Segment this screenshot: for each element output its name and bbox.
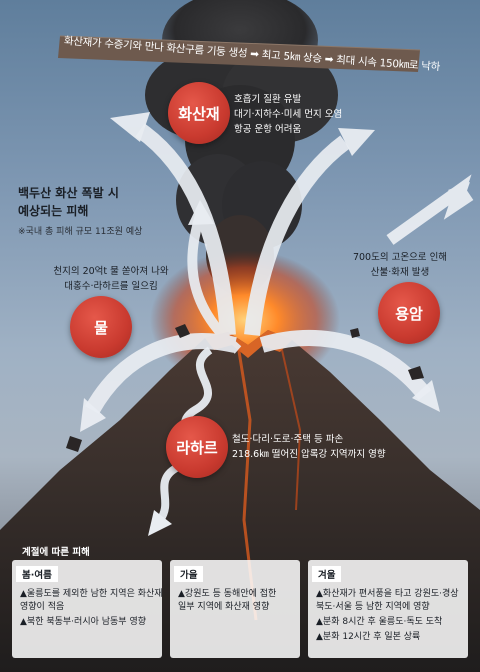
season-item: 북도·서울 등 남한 지역에 영향 bbox=[316, 602, 430, 612]
hazard-lava-desc: 700도의 고온으로 인해 산불·화재 발생 bbox=[340, 250, 460, 280]
arrowhead-ash-right bbox=[338, 128, 375, 156]
banner-ribbon bbox=[58, 36, 420, 72]
arrow-lava bbox=[259, 330, 432, 401]
season-card-winter: 겨울 ▲화산재가 편서풍을 타고 강원도·경상 북도·서울 등 남한 지역에 영… bbox=[308, 560, 468, 658]
season-item: ▲울릉도를 제외한 남한 지역은 화산재 bbox=[20, 589, 163, 599]
arrowhead-mid bbox=[188, 200, 214, 225]
season-label: 가을 bbox=[174, 566, 204, 582]
season-item: ▲분화 8시간 후 울릉도·독도 도착 bbox=[316, 617, 443, 627]
season-label: 봄·여름 bbox=[16, 566, 58, 582]
hazard-water-label: 물 bbox=[94, 318, 108, 337]
hazard-lava-desc-line: 산불·화재 발생 bbox=[370, 267, 430, 278]
hazard-ash-desc: 호흡기 질환 유발 대기·지하수·미세 먼지 오염 항공 운항 어려움 bbox=[234, 92, 342, 137]
arrow-mid bbox=[187, 213, 242, 354]
hazard-water-desc: 천지의 20억t 물 쏟아져 나와 대홍수·라하르를 일으킴 bbox=[36, 264, 186, 294]
season-item: ▲분화 12시간 후 일본 상륙 bbox=[316, 632, 421, 642]
hazard-water-desc-line: 천지의 20억t 물 쏟아져 나와 bbox=[53, 266, 169, 277]
season-item: 일부 지역에 화산재 영향 bbox=[178, 602, 270, 612]
seasons-title: 계절에 따른 피해 bbox=[22, 547, 90, 558]
season-item: ▲화산재가 편서풍을 타고 강원도·경상 bbox=[316, 589, 459, 599]
hazard-ash-circle: 화산재 bbox=[168, 82, 230, 144]
hazard-lava-circle: 용암 bbox=[378, 282, 440, 344]
hazard-ash-desc-line: 대기·지하수·미세 먼지 오염 bbox=[234, 109, 343, 120]
hazard-water-desc-line: 대홍수·라하르를 일으킴 bbox=[64, 281, 158, 292]
hazard-lava-desc-line: 700도의 고온으로 인해 bbox=[352, 252, 448, 263]
arrowhead-water bbox=[80, 398, 106, 432]
hazard-lahar-desc-line: 218.6㎞ 떨어진 압록강 지역까지 영향 bbox=[232, 449, 386, 460]
title-line-1: 백두산 화산 폭발 시 bbox=[18, 186, 119, 200]
season-item: 영향이 적음 bbox=[20, 602, 65, 612]
arrowhead-lava bbox=[412, 380, 440, 412]
hazard-lahar-circle: 라하르 bbox=[166, 416, 228, 478]
hazard-ash-label: 화산재 bbox=[178, 104, 220, 123]
arrow-ash-right bbox=[244, 135, 350, 336]
season-item: ▲북한 북동부·러시아 남동부 영향 bbox=[20, 617, 147, 627]
hazard-ash-desc-line: 호흡기 질환 유발 bbox=[234, 94, 302, 105]
title-line-2: 예상되는 피해 bbox=[18, 204, 89, 218]
season-label: 겨울 bbox=[312, 566, 342, 582]
hazard-lahar-desc: 철도·다리·도로·주택 등 파손 218.6㎞ 떨어진 압록강 지역까지 영향 bbox=[232, 432, 386, 462]
hazard-lava-label: 용암 bbox=[395, 304, 423, 323]
arrow-water bbox=[85, 333, 237, 415]
season-item: ▲강원도 등 동해안에 접한 bbox=[178, 589, 277, 599]
arrowhead-ash-left bbox=[110, 112, 150, 142]
hazard-lahar-label: 라하르 bbox=[176, 438, 218, 457]
season-card-spring-summer: 봄·여름 ▲울릉도를 제외한 남한 지역은 화산재 영향이 적음 ▲북한 북동부… bbox=[12, 560, 163, 658]
season-card-autumn: 가을 ▲강원도 등 동해안에 접한 일부 지역에 화산재 영향 bbox=[170, 560, 300, 658]
hazard-ash-desc-line: 항공 운항 어려움 bbox=[234, 124, 302, 135]
ejected-rocks bbox=[66, 324, 424, 452]
hazard-arrows bbox=[85, 123, 432, 415]
hazard-lahar-desc-line: 철도·다리·도로·주택 등 파손 bbox=[232, 434, 344, 445]
hazard-water-circle: 물 bbox=[70, 296, 132, 358]
title-note: ※국내 총 피해 규모 11조원 예상 bbox=[18, 227, 143, 237]
